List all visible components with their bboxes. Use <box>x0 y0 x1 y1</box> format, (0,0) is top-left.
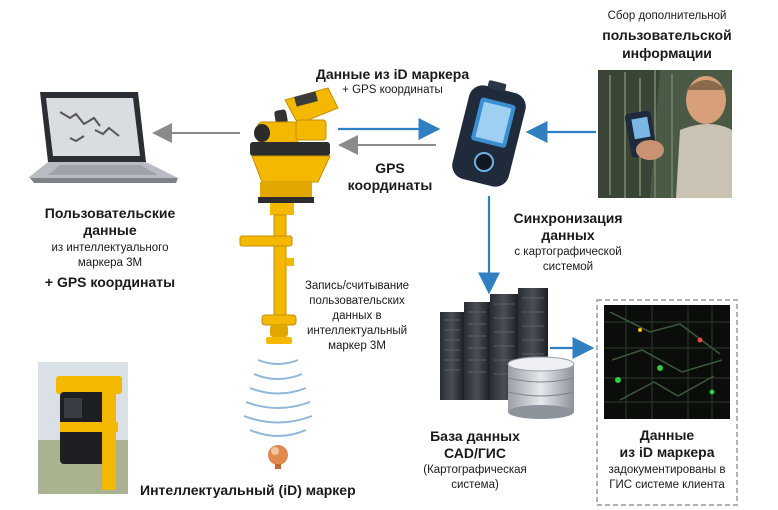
top-center-sub: + GPS координаты <box>305 84 480 98</box>
signal-waves-icon <box>244 360 312 436</box>
laptop-title-line1: Пользовательские <box>30 205 190 222</box>
write-line1: Запись/считывание <box>292 280 422 294</box>
marker-label: Интеллектуальный (iD) маркер <box>140 482 370 499</box>
write-line3: данных в <box>292 310 422 324</box>
gps-line1: GPS <box>350 160 430 177</box>
sync-sub-line2: системой <box>500 261 636 275</box>
id-marker-ball-icon <box>268 445 288 469</box>
laptop-sub-line2: маркера 3М <box>30 257 190 271</box>
db-title-line1: База данных <box>410 428 540 445</box>
field-info-line2: пользовательской <box>592 27 742 44</box>
locator-closeup-photo <box>38 362 128 494</box>
db-sub-line1: (Картографическая <box>405 464 545 478</box>
sync-title-line1: Синхронизация <box>508 210 628 227</box>
write-line4: интеллектуальный <box>292 325 422 339</box>
sync-title-line2: данных <box>508 227 628 244</box>
db-sub-line2: система) <box>405 479 545 493</box>
gis-title-line1: Данные <box>600 427 734 444</box>
top-center-title: Данные из iD маркера <box>305 66 480 83</box>
laptop-sub-line1: из интеллектуального <box>30 242 190 256</box>
write-line5: маркер 3М <box>292 340 422 354</box>
gis-title-line2: из iD маркера <box>600 444 734 461</box>
laptop-title-line2: данные <box>30 222 190 239</box>
field-worker-photo <box>598 70 732 198</box>
field-info-line3: информации <box>592 45 742 62</box>
write-line2: пользовательских <box>292 295 422 309</box>
laptop-gps-line: + GPS координаты <box>30 274 190 291</box>
gis-sub-line1: задокументированы в <box>600 464 734 478</box>
gps-line2: координаты <box>330 177 450 194</box>
db-title-line2: САD/ГИС <box>410 445 540 462</box>
field-info-line1: Сбор дополнительной <box>592 10 742 24</box>
database-disks-icon <box>508 357 574 419</box>
gis-sub-line2: ГИС системе клиента <box>600 479 734 493</box>
sync-sub-line1: с картографической <box>500 246 636 260</box>
laptop-icon <box>28 92 178 183</box>
